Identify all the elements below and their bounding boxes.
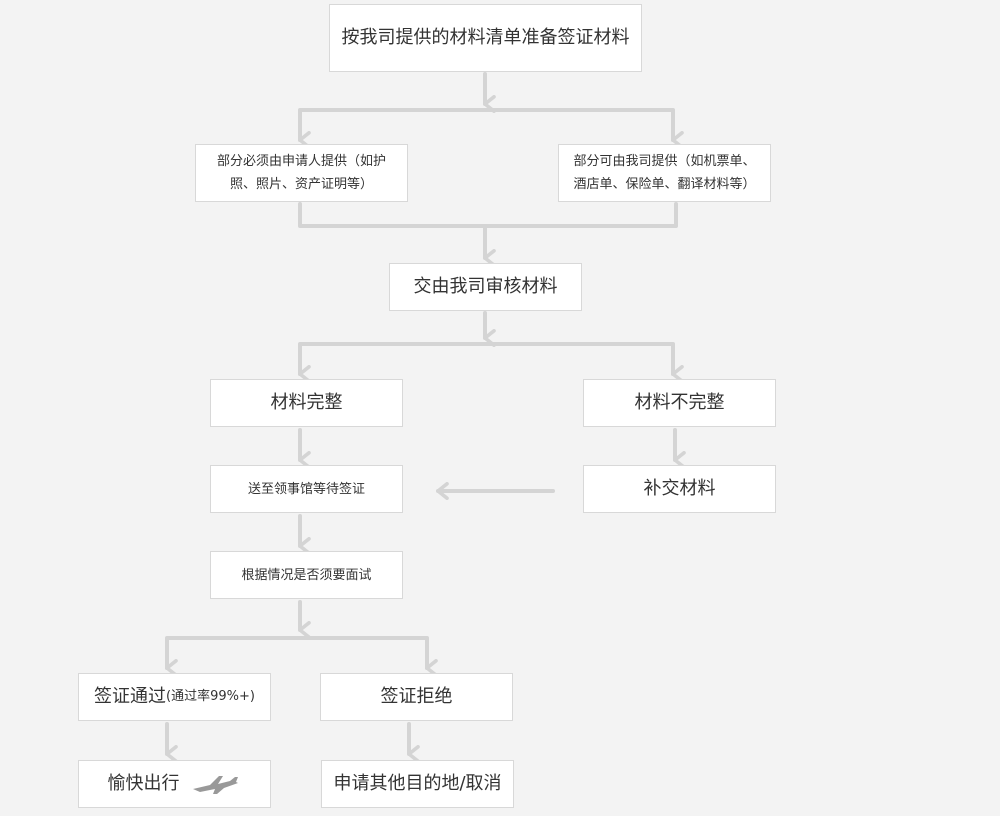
branch-split-line [165, 636, 429, 670]
step-rejected-label: 签证拒绝 [380, 685, 453, 707]
step-consulate-label: 送至领事馆等待签证 [247, 481, 365, 497]
step-incomplete-label: 材料不完整 [634, 391, 725, 413]
step-visa-approved: 签证通过(通过率99%+) [78, 673, 271, 721]
step-prepare-label: 按我司提供的材料清单准备签证材料 [341, 26, 630, 48]
step-company-line1: 部分可由我司提供（如机票单、 [573, 154, 756, 169]
step-travel-label: 愉快出行 [107, 772, 180, 794]
step-happy-travel: 愉快出行 [78, 760, 271, 808]
step-applicant-provided: 部分必须由申请人提供（如护 照、照片、资产证明等） [195, 144, 408, 202]
step-other-destination-or-cancel: 申请其他目的地/取消 [321, 760, 514, 808]
step-complete-label: 材料完整 [270, 391, 343, 413]
approval-rate-note: (通过率99%+) [166, 688, 255, 704]
step-supplement-label: 补交材料 [643, 477, 716, 499]
step-materials-complete: 材料完整 [210, 379, 403, 427]
step-applicant-line2: 照、照片、资产证明等） [229, 177, 373, 192]
step-prepare-materials: 按我司提供的材料清单准备签证材料 [329, 4, 642, 72]
step-interview-label: 根据情况是否须要面试 [241, 567, 372, 583]
step-materials-incomplete: 材料不完整 [583, 379, 776, 427]
step-supplement-materials: 补交材料 [583, 465, 776, 513]
airplane-icon [190, 771, 242, 797]
step-company-provided: 部分可由我司提供（如机票单、 酒店单、保险单、翻译材料等） [558, 144, 771, 202]
step-interview-check: 根据情况是否须要面试 [210, 551, 403, 599]
step-applicant-line1: 部分必须由申请人提供（如护 [216, 154, 386, 169]
step-visa-rejected: 签证拒绝 [320, 673, 513, 721]
branch-split-line [298, 342, 675, 376]
branch-merge-line [298, 202, 678, 228]
step-reapply-label: 申请其他目的地/取消 [333, 772, 502, 794]
step-approved-label: 签证通过 [94, 685, 167, 707]
step-company-line2: 酒店单、保险单、翻译材料等） [573, 177, 756, 192]
step-review-label: 交由我司审核材料 [413, 275, 558, 297]
step-send-to-consulate: 送至领事馆等待签证 [210, 465, 403, 513]
branch-split-line [298, 108, 675, 142]
step-company-review: 交由我司审核材料 [389, 263, 582, 311]
